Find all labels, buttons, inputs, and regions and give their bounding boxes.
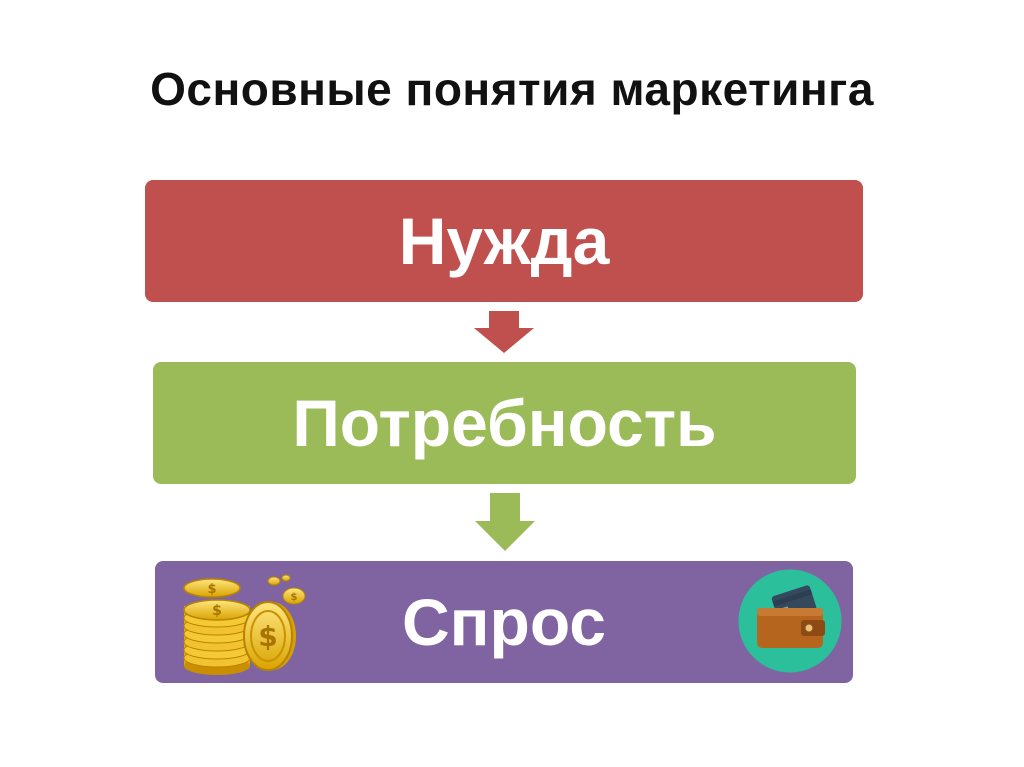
stage-want-box: Потребность xyxy=(153,362,856,484)
wallet-icon xyxy=(737,568,843,674)
stage-want-label: Потребность xyxy=(292,386,717,460)
stage-need-label: Нужда xyxy=(398,204,610,278)
stage-need-box: Нужда xyxy=(145,180,863,302)
page-title: Основные понятия маркетинга xyxy=(150,63,874,115)
svg-text:$: $ xyxy=(291,592,298,603)
gold-coins-icon: $ $ $ $ xyxy=(183,574,306,675)
svg-text:$: $ xyxy=(258,620,277,653)
arrow-down-icon xyxy=(475,493,535,551)
svg-text:$: $ xyxy=(212,603,222,619)
svg-text:$: $ xyxy=(207,582,216,597)
stage-demand-label: Спрос xyxy=(402,585,606,659)
arrow-down-icon xyxy=(474,311,534,353)
